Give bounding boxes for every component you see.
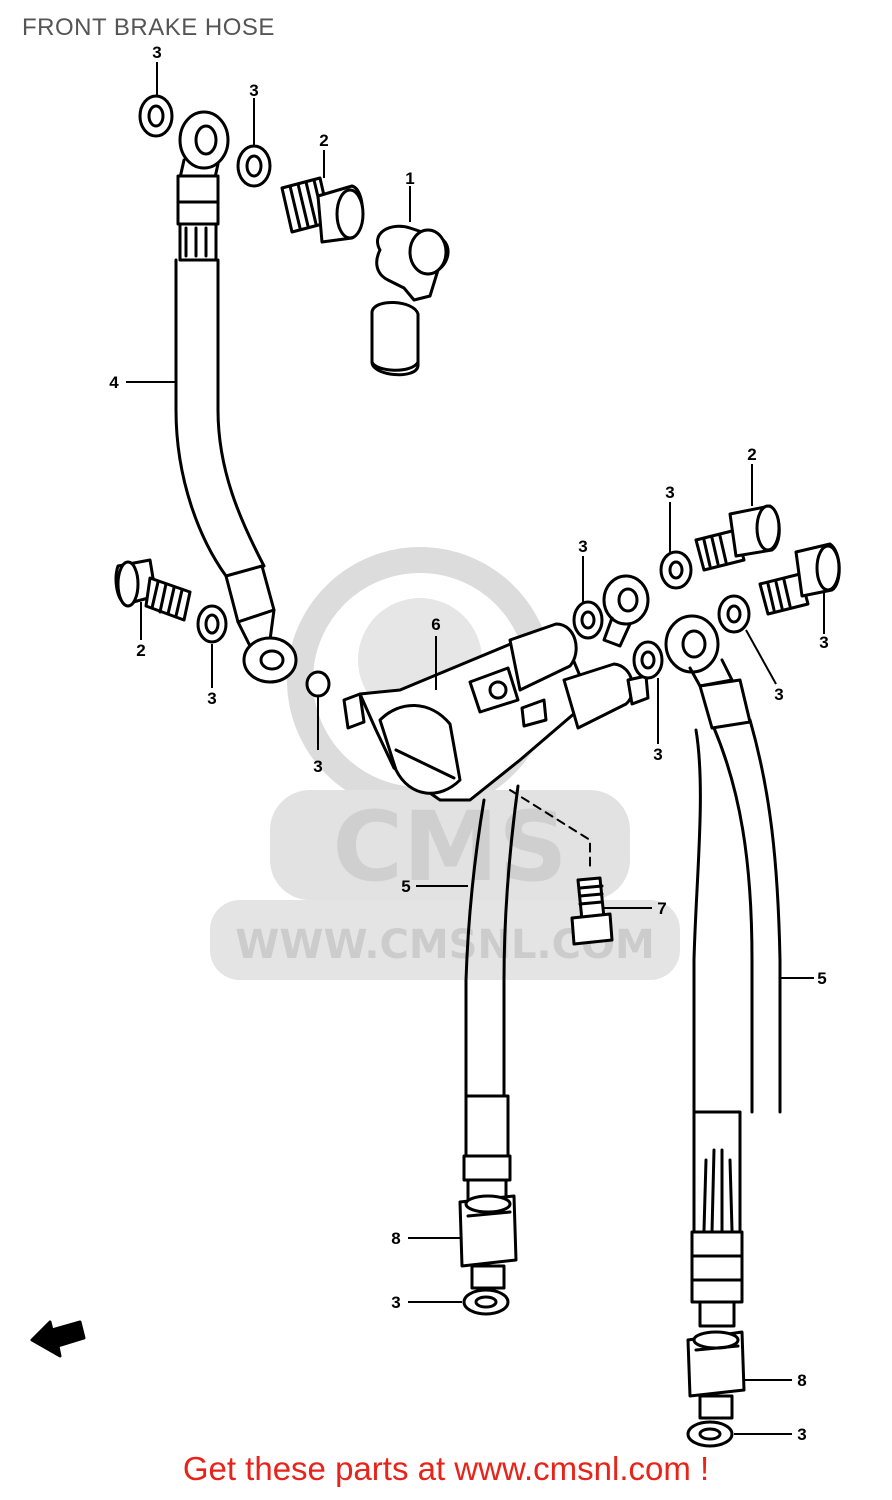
washer-bottom-right bbox=[686, 1420, 734, 1448]
adapter-bolt-right-8 bbox=[686, 1330, 746, 1420]
washer-center-left bbox=[305, 670, 331, 698]
callout-1: 1 bbox=[405, 169, 414, 188]
callout-3-right-top: 3 bbox=[665, 483, 674, 502]
callout-8-right: 8 bbox=[797, 1371, 806, 1390]
page-title: FRONT BRAKE HOSE bbox=[22, 14, 275, 41]
callout-7: 7 bbox=[657, 899, 666, 918]
banjo-bolt-left bbox=[114, 558, 192, 622]
brake-union-part-1 bbox=[370, 224, 450, 377]
callout-3-bottom-center: 3 bbox=[391, 1293, 400, 1312]
washer-bottom-center bbox=[462, 1288, 510, 1316]
leader-lines bbox=[126, 62, 825, 1435]
callout-5-center: 5 bbox=[401, 877, 410, 896]
callout-3-joint-right: 3 bbox=[653, 745, 662, 764]
washer-left bbox=[196, 604, 228, 644]
banjo-bolt-right-lower bbox=[758, 542, 841, 616]
washer-joint-right bbox=[632, 640, 664, 680]
callout-labels: 1 2 2 2 3 3 3 3 3 3 3 3 3 3 3 4 5 5 6 7 … bbox=[109, 43, 828, 1444]
watermark-logo-text: CMS bbox=[332, 791, 567, 903]
callout-3-right-mid: 3 bbox=[774, 685, 783, 704]
washer-right-mid bbox=[717, 594, 751, 634]
three-way-joint-part-6 bbox=[342, 622, 650, 802]
washer-top-mid bbox=[236, 144, 272, 188]
washer-right-top bbox=[659, 550, 693, 590]
front-direction-arrow bbox=[30, 1320, 86, 1358]
adapter-bolt-center-8 bbox=[458, 1194, 518, 1290]
callout-2-left: 2 bbox=[136, 641, 145, 660]
callout-4: 4 bbox=[109, 373, 119, 392]
upper-brake-hose-part-4 bbox=[174, 110, 298, 684]
callout-3-top-left: 3 bbox=[152, 43, 161, 62]
banjo-bolt-top bbox=[280, 176, 365, 244]
callout-2-top: 2 bbox=[319, 131, 328, 150]
callout-3-joint-top: 3 bbox=[578, 537, 587, 556]
footer-link-text[interactable]: Get these parts at www.cmsnl.com ! bbox=[182, 1450, 710, 1487]
callout-5-right: 5 bbox=[817, 969, 826, 988]
callout-2-right-upper: 2 bbox=[747, 445, 756, 464]
callout-3-bottom-right: 3 bbox=[797, 1425, 806, 1444]
washer-top-left bbox=[138, 94, 174, 138]
callout-2-right-lower: 3 bbox=[819, 633, 828, 652]
banjo-bolt-right-upper bbox=[694, 504, 781, 572]
callout-3-left: 3 bbox=[207, 689, 216, 708]
callout-3-center-left: 3 bbox=[313, 757, 322, 776]
banjo-fitting-right-hose bbox=[602, 574, 650, 648]
callout-8-center: 8 bbox=[391, 1229, 400, 1248]
callout-3-top-mid: 3 bbox=[249, 81, 258, 100]
washer-joint-top bbox=[572, 600, 604, 640]
callout-6: 6 bbox=[431, 615, 440, 634]
right-brake-hose-part-5 bbox=[664, 614, 782, 1328]
mounting-bolt-part-7 bbox=[570, 876, 614, 946]
